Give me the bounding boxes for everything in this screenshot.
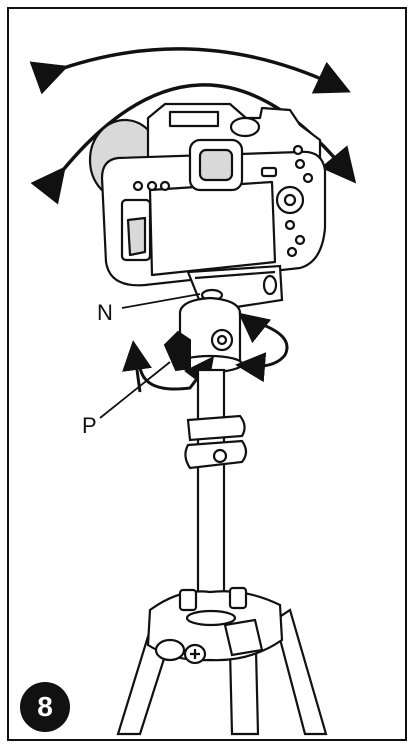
lock-knob [163,330,191,372]
pan-arrow-icon [235,312,289,383]
step-number-badge: 8 [20,682,70,732]
camera-icon [88,102,327,287]
callout-lines [99,293,201,419]
callout-label-n: N [97,300,113,325]
callout-label-p: P [82,413,97,438]
tilt-arrow-icon [29,47,351,95]
center-column [184,368,248,622]
tripod-icon [116,586,328,736]
